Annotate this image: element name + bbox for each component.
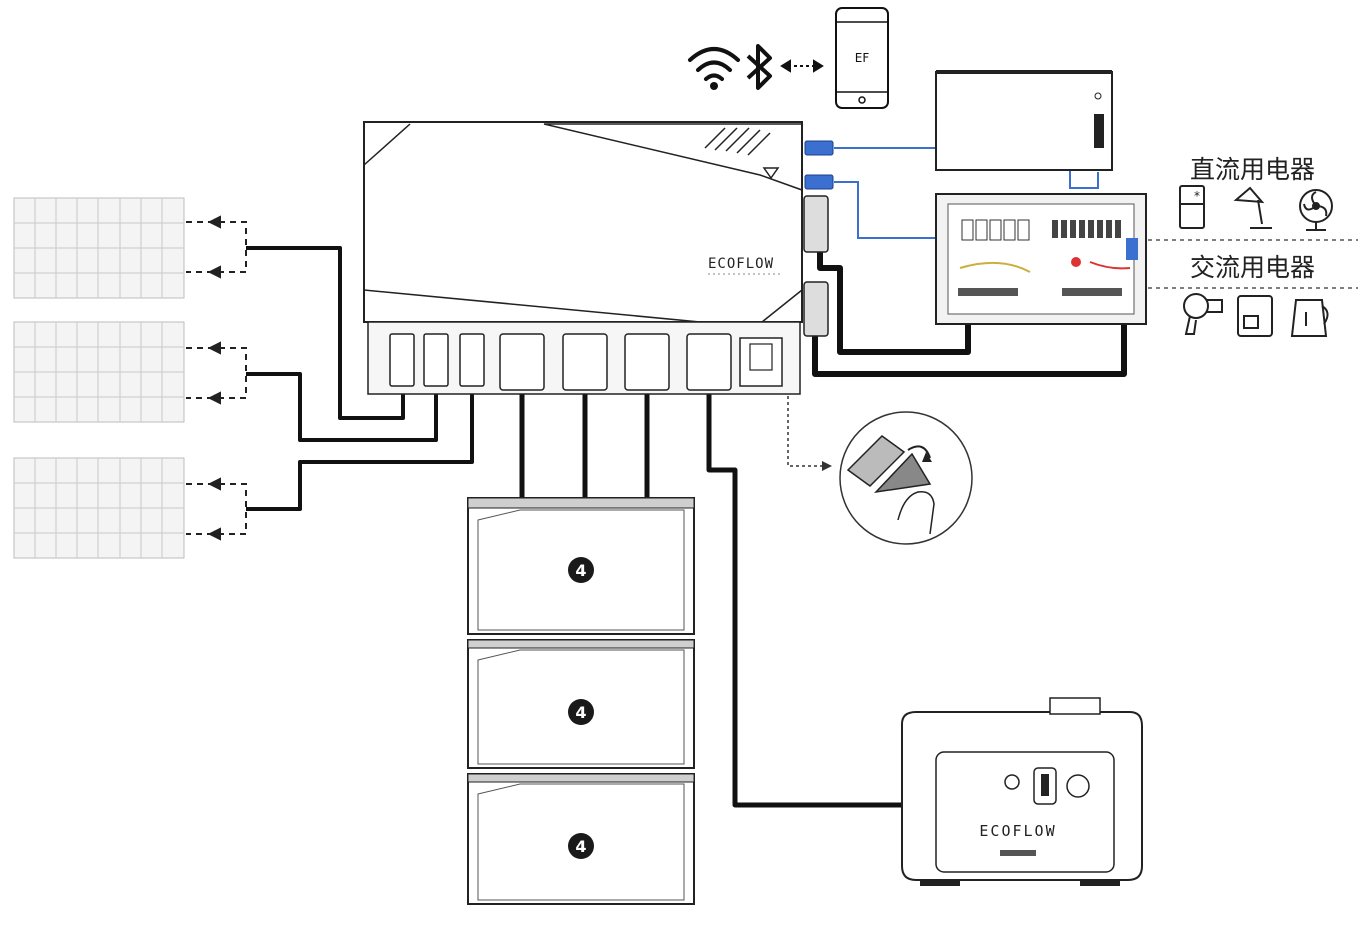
solar-cables — [246, 246, 474, 511]
smart-panel-box — [935, 70, 1113, 171]
battery-1: 4 — [467, 497, 695, 635]
solar-panel-1 — [13, 197, 185, 299]
kettle-icon — [1290, 299, 1329, 337]
lamp-icon — [1233, 186, 1272, 229]
side-plugs — [803, 195, 829, 337]
fridge-icon: * — [1179, 185, 1205, 229]
fan-icon — [1299, 189, 1333, 231]
signal-connectors — [804, 140, 834, 190]
battery-badge-2 — [568, 699, 594, 725]
svg-text:*: * — [1194, 189, 1200, 203]
solar-panel-3 — [13, 457, 185, 559]
battery-badge-text-1: 4 — [575, 561, 586, 580]
solar-panel-2 — [13, 321, 185, 423]
wifi-icon — [688, 47, 740, 90]
panel-connectors — [186, 215, 247, 541]
generator-brand-label: ECOFLOW — [979, 822, 1056, 840]
dc-appliances-label: 直流用电器 — [1190, 155, 1316, 184]
unit-brand-label: ECOFLOW — [708, 256, 774, 272]
appliance-separators — [1148, 239, 1358, 289]
battery-cables — [519, 392, 650, 500]
hand-press-icon — [787, 396, 973, 545]
coffee-machine-icon — [1237, 295, 1273, 337]
phone-icon: EF — [835, 7, 889, 109]
ac-outlet — [739, 337, 783, 387]
battery-badge-1 — [568, 557, 594, 583]
generator-cable — [706, 392, 918, 808]
ac-appliances-label: 交流用电器 — [1190, 253, 1316, 282]
bluetooth-icon — [746, 44, 772, 90]
panel-power-cables — [812, 250, 1127, 377]
battery-3: 4 — [467, 773, 695, 905]
battery-badge-text-3: 4 — [575, 837, 586, 856]
generator: ECOFLOW — [901, 697, 1143, 886]
battery-ports — [499, 333, 732, 391]
power-hub-unit: ECOFLOW — [363, 121, 834, 395]
phone-link-arrow — [780, 59, 824, 73]
hairdryer-icon — [1183, 293, 1223, 335]
solar-input-ports — [389, 333, 485, 387]
battery-badge-3 — [568, 833, 594, 859]
distribution-board — [935, 193, 1147, 325]
phone-logo: EF — [855, 51, 870, 65]
battery-2: 4 — [467, 639, 695, 769]
battery-badge-text-2: 4 — [575, 703, 586, 722]
